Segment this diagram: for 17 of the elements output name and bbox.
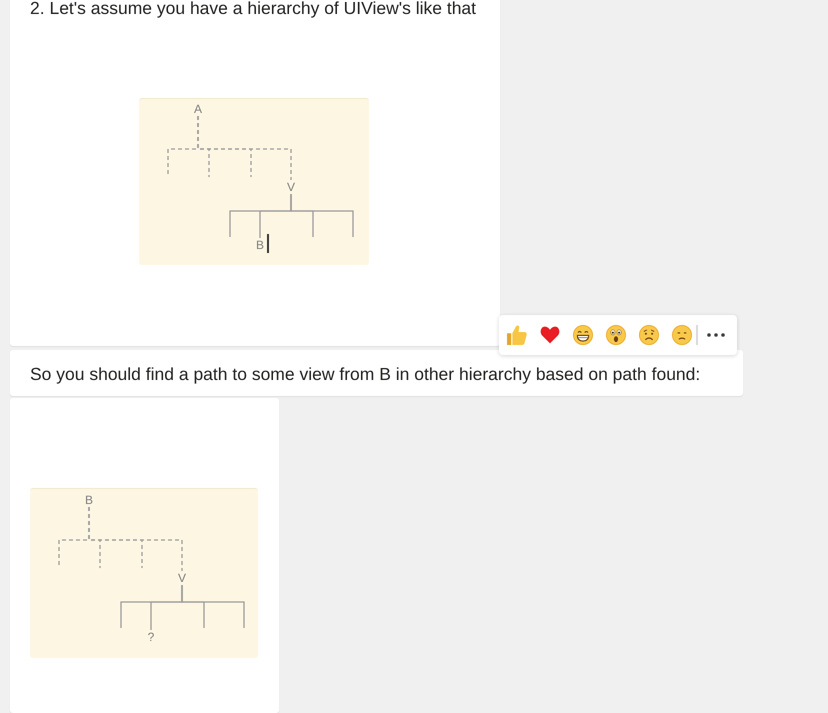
- tree-connector: [290, 194, 354, 237]
- tree-node-label: V: [176, 571, 188, 585]
- message-card: [10, 398, 279, 713]
- tree-connector: [181, 585, 245, 628]
- tree-node-label: ?: [145, 630, 157, 644]
- tree-node-label: B: [254, 238, 266, 252]
- message-bubble: [10, 0, 500, 346]
- image-panel: [139, 98, 369, 265]
- message-text: So you should find a path to some view from B in other hierarchy based on path found:: [30, 364, 700, 385]
- dashed-connector: [88, 507, 183, 571]
- tree-node-label: B: [83, 493, 95, 507]
- message-text: 2. Let's assume you have a hierarchy of UIView's like that: [30, 0, 476, 19]
- tree-node-label: A: [192, 102, 204, 116]
- dashed-connector: [197, 116, 292, 180]
- message-bubble: [10, 350, 743, 396]
- image-panel: [30, 488, 258, 658]
- tree-node-label: V: [285, 180, 297, 194]
